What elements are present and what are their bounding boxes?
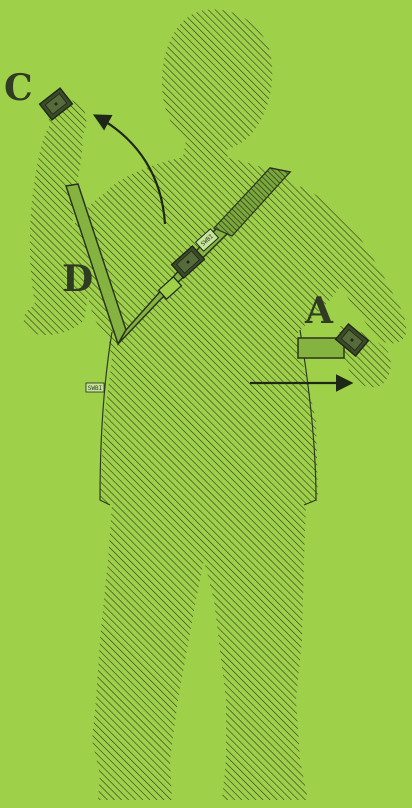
- hip-tag-text: SWBI: [88, 385, 103, 392]
- person-silhouette: [24, 9, 406, 800]
- callout-d: D: [62, 258, 93, 300]
- torso: [86, 158, 345, 800]
- callout-a: A: [304, 290, 334, 332]
- head: [162, 9, 272, 170]
- callout-c: C: [4, 67, 33, 109]
- hip-label-tag: SWBI: [86, 383, 104, 392]
